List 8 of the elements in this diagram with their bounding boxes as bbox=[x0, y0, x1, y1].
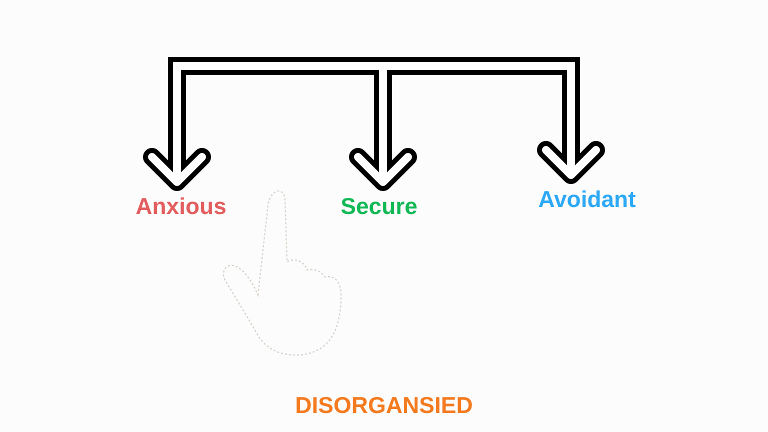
attachment-style-label: Secure bbox=[340, 193, 418, 219]
arrow bbox=[349, 75, 417, 191]
attachment-style-label: DISORGANSIED bbox=[295, 392, 473, 418]
attachment-style-label: Avoidant bbox=[538, 186, 636, 212]
arrow bbox=[537, 75, 605, 184]
arrow bbox=[143, 75, 211, 191]
attachment-style-label: Anxious bbox=[136, 193, 226, 219]
bracket-bar bbox=[168, 57, 580, 75]
